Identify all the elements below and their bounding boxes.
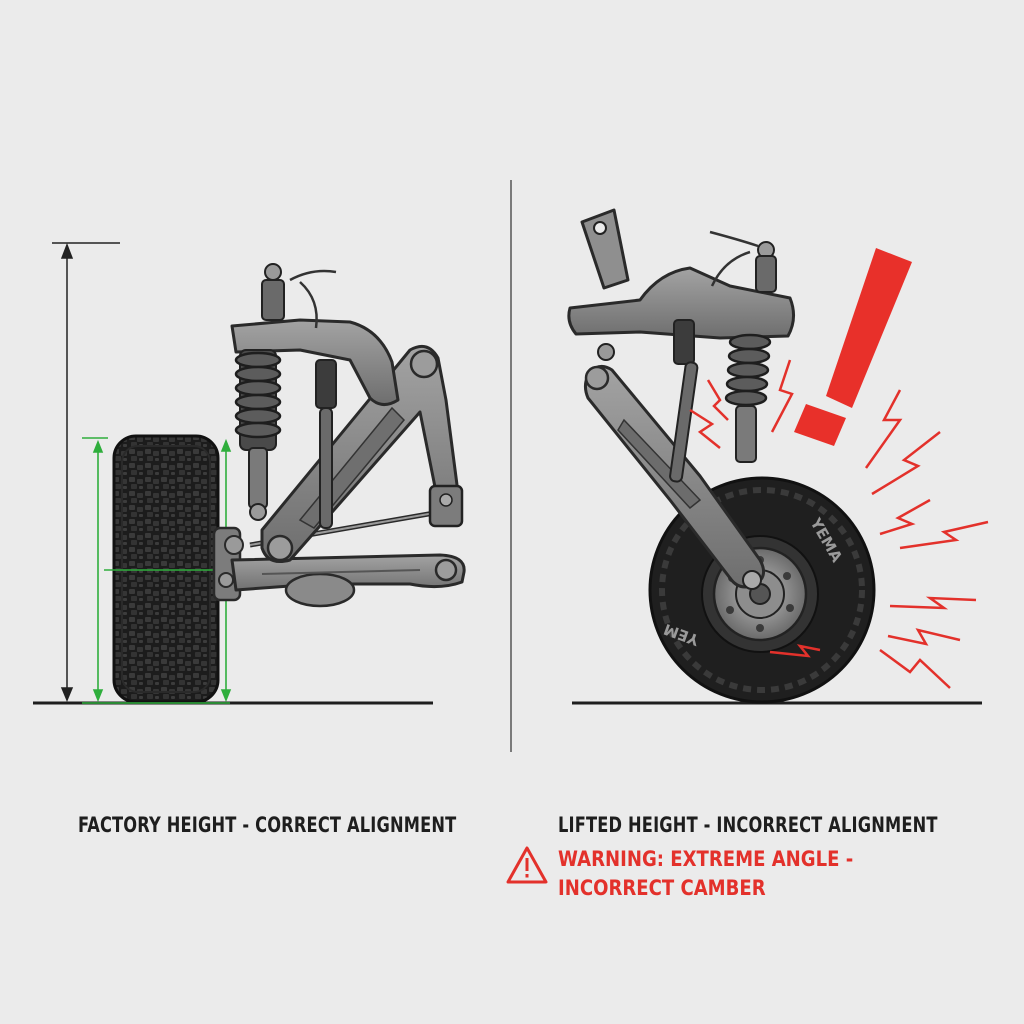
- stress-lightning-lines: [689, 359, 989, 689]
- ride-height-dimension: [52, 242, 120, 702]
- exclamation-alert-icon: [794, 248, 912, 446]
- factory-height-illustration: [33, 242, 466, 705]
- warning-triangle-icon: [506, 846, 548, 884]
- lifted-height-illustration: YEMA YEM: [567, 208, 989, 705]
- coilover-shock-right: [724, 241, 777, 463]
- right-panel-caption: LIFTED HEIGHT - INCORRECT ALIGNMENT: [558, 813, 938, 837]
- warning-line-2: INCORRECT CAMBER: [558, 876, 766, 900]
- brake-line-left: [289, 269, 337, 329]
- tire-left: [112, 434, 220, 704]
- sway-bar-link-left: [319, 407, 333, 529]
- brake-line-right: [709, 230, 759, 287]
- warning-line-1: WARNING: EXTREME ANGLE -: [558, 847, 854, 871]
- ball-joint-left: [428, 484, 464, 528]
- lower-control-arm-left: [230, 553, 466, 608]
- upper-frame-mount-left: [230, 318, 400, 409]
- left-panel-caption: FACTORY HEIGHT - CORRECT ALIGNMENT: [78, 813, 457, 837]
- sway-bar-link-right: [669, 361, 699, 483]
- upper-frame-mount-right: [567, 208, 795, 365]
- coilover-shock-left: [234, 263, 285, 521]
